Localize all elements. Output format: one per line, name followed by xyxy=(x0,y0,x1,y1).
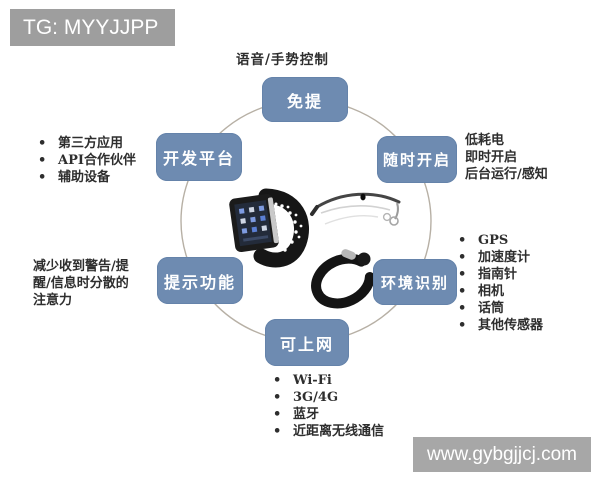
dev-platform-list: •第三方应用 •API合作伙伴 •辅助设备 xyxy=(38,135,136,186)
list-item: •蓝牙 xyxy=(273,407,320,422)
connectivity-list: •Wi-Fi •3G/4G •蓝牙 •近距离无线通信 xyxy=(273,372,384,440)
always-on-list: •低耗电 •即时开启 •后台运行/感知 xyxy=(465,132,548,183)
context-sensors-list: •GPS •加速度计 •指南针 •相机 •话筒 •其他传感器 xyxy=(458,232,543,334)
bullet-icon: • xyxy=(458,250,467,265)
bullet-icon: • xyxy=(273,424,282,439)
list-item: •醒/信息时分散的 xyxy=(33,276,129,291)
bullet-icon: • xyxy=(458,284,467,299)
bullet-icon: • xyxy=(458,267,467,282)
bullet-icon: • xyxy=(458,318,467,333)
smartwatch-image xyxy=(229,188,309,268)
bullet-icon: • xyxy=(38,170,47,185)
bullet-icon: • xyxy=(38,153,47,168)
node-dev-platform: 开发平台 xyxy=(156,133,242,181)
list-item: •第三方应用 xyxy=(38,136,124,151)
notifications-note: •减少收到警告/提 •醒/信息时分散的 •注意力 xyxy=(33,258,129,309)
list-item: •近距离无线通信 xyxy=(273,424,385,439)
node-hands-free: 免提 xyxy=(262,77,348,122)
voice-gesture-note: 语音/手势控制 xyxy=(236,52,329,68)
list-item: •相机 xyxy=(458,284,505,299)
watermark-bottom-right: www.gybgjjcj.com xyxy=(413,437,591,472)
list-item: •加速度计 xyxy=(458,250,531,265)
list-item: •注意力 xyxy=(33,293,73,308)
list-item: •即时开启 xyxy=(465,150,518,165)
list-item: •3G/4G xyxy=(273,390,339,405)
node-context-awareness: 环境识别 xyxy=(373,259,457,305)
node-notifications: 提示功能 xyxy=(157,257,243,304)
bullet-icon: • xyxy=(458,233,467,248)
smart-glasses-image xyxy=(310,192,401,226)
list-item: •低耗电 xyxy=(465,133,505,148)
list-item: •GPS xyxy=(458,233,509,248)
bullet-icon: • xyxy=(38,136,47,151)
watermark-top-left: TG: MYYJJPP xyxy=(10,9,175,46)
list-item: •指南针 xyxy=(458,267,518,282)
bullet-icon: • xyxy=(273,390,282,405)
bullet-icon: • xyxy=(273,373,282,388)
list-item: •后台运行/感知 xyxy=(465,167,548,182)
list-item: •减少收到警告/提 xyxy=(33,259,129,274)
list-item: •其他传感器 xyxy=(458,318,544,333)
list-item: •Wi-Fi xyxy=(273,373,332,388)
node-internet-access: 可上网 xyxy=(265,319,349,366)
bullet-icon: • xyxy=(458,301,467,316)
fitness-band-image xyxy=(311,249,375,309)
list-item: •API合作伙伴 xyxy=(38,153,136,168)
list-item: •话筒 xyxy=(458,301,505,316)
list-item: •辅助设备 xyxy=(38,170,111,185)
node-always-on: 随时开启 xyxy=(377,136,457,183)
bullet-icon: • xyxy=(273,407,282,422)
